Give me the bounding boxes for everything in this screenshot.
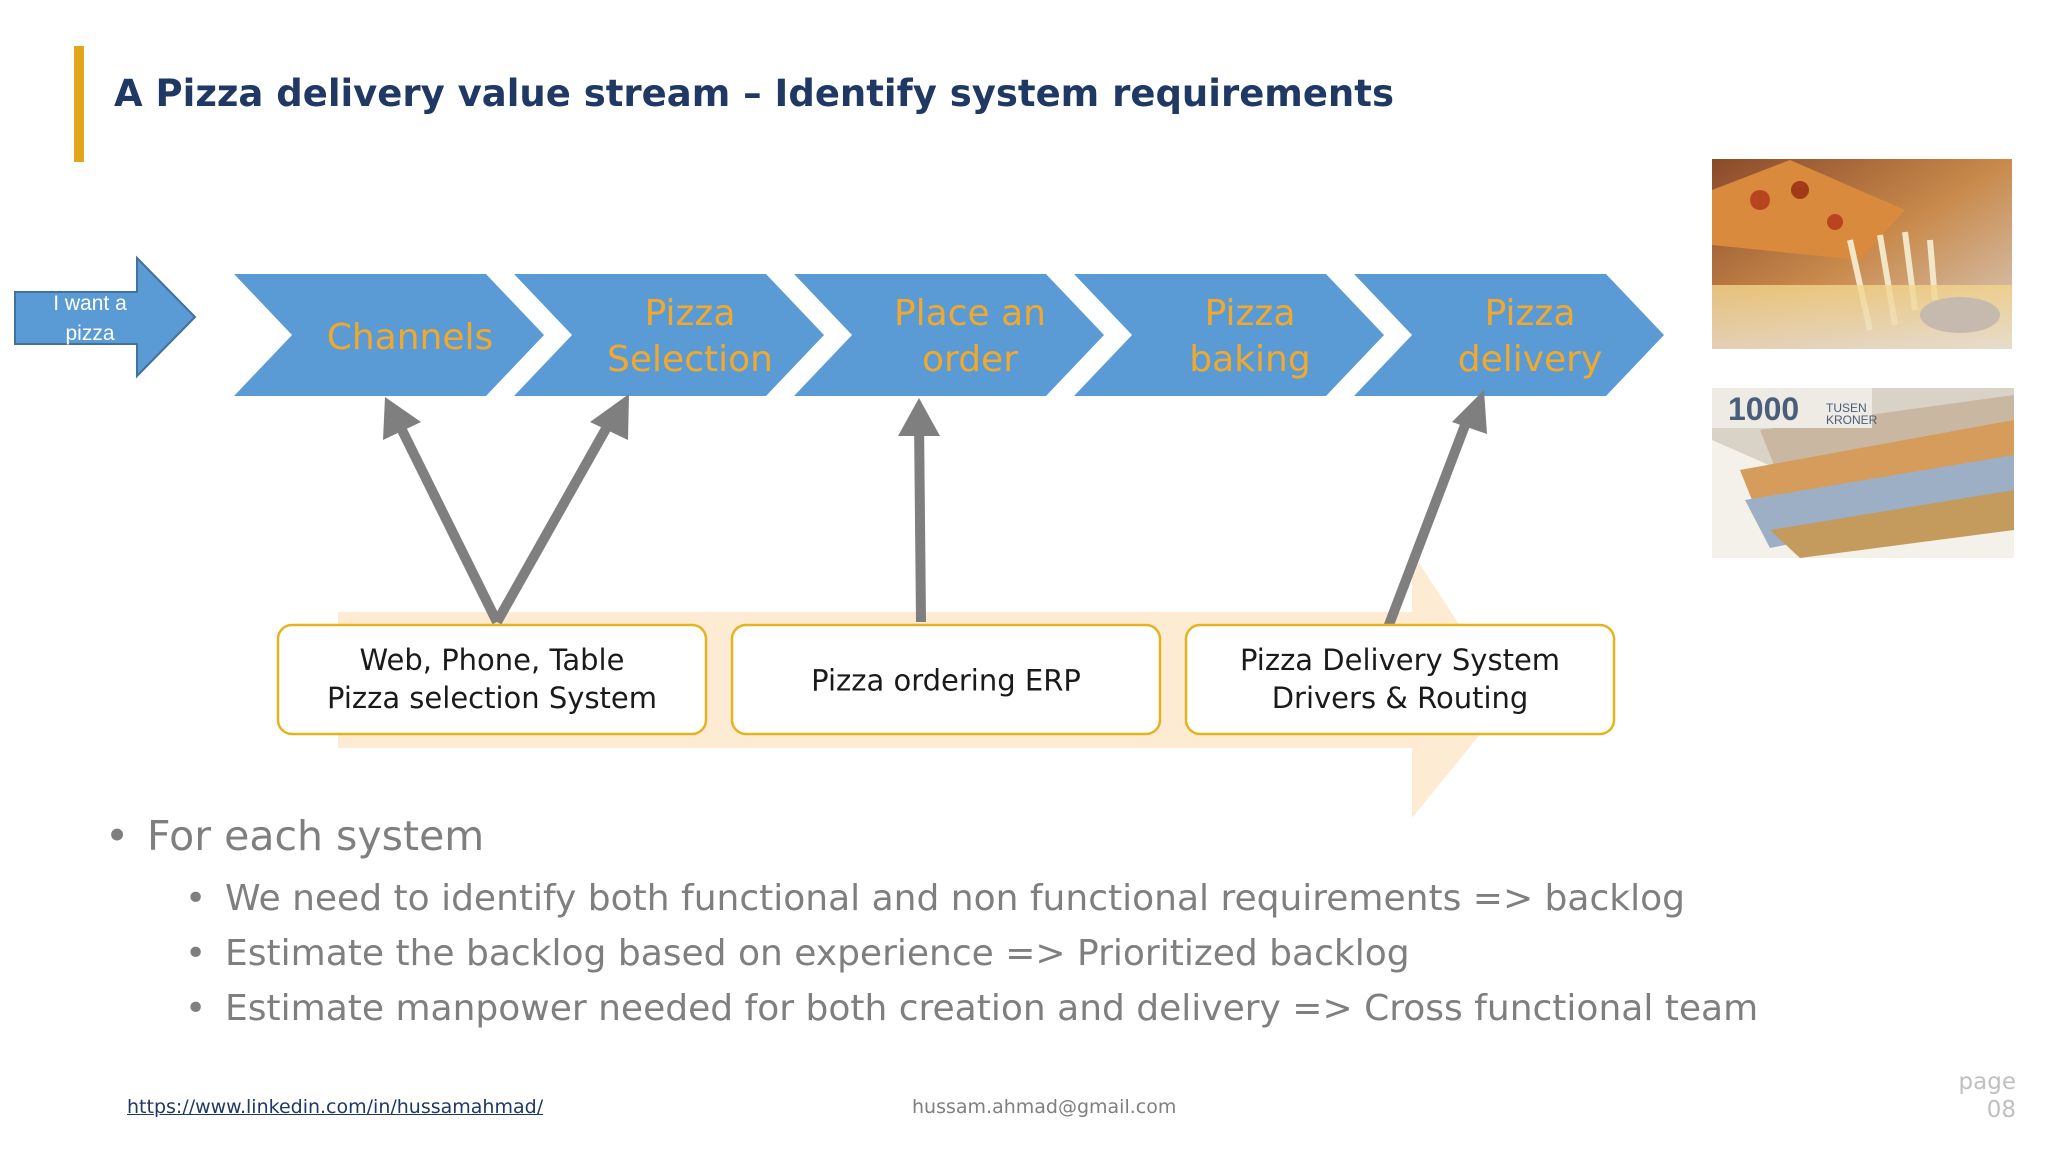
footer-email: hussam.ahmad@gmail.com bbox=[912, 1096, 1177, 1118]
system-box bbox=[1184, 623, 1616, 736]
bullet-sub-text: We need to identify both functional and … bbox=[225, 878, 1685, 919]
start-label-line2: pizza bbox=[65, 322, 114, 345]
page-number: page 08 bbox=[1959, 1068, 2016, 1124]
stage-label: baking bbox=[1189, 339, 1310, 380]
system-label: Web, Phone, Table bbox=[360, 643, 625, 677]
bullet-dot: • bbox=[185, 988, 207, 1029]
system-label: Pizza Delivery System bbox=[1240, 643, 1560, 677]
stage-label: Pizza bbox=[1485, 293, 1576, 334]
stage-chevron bbox=[794, 274, 1104, 396]
page-title: A Pizza delivery value stream – Identify… bbox=[114, 72, 1394, 115]
system-label: Drivers & Routing bbox=[1272, 681, 1529, 715]
connector-arrows bbox=[392, 415, 1472, 632]
stage-label: Pizza bbox=[645, 293, 736, 334]
stage-label: Selection bbox=[607, 339, 773, 380]
arrowheads bbox=[383, 390, 1487, 440]
bullet-sub-3: • Estimate manpower needed for both creat… bbox=[185, 988, 1758, 1029]
arrowhead-channels bbox=[383, 397, 421, 440]
system-label: Pizza selection System bbox=[327, 681, 657, 715]
stage-chevron bbox=[1074, 274, 1384, 396]
bullet-sub-2: • Estimate the backlog based on experienc… bbox=[185, 933, 1410, 974]
connector-order bbox=[914, 419, 926, 623]
arrowhead-order bbox=[898, 398, 940, 436]
system-box bbox=[276, 623, 708, 736]
bullet-main-text: For each system bbox=[147, 812, 485, 860]
linkedin-link[interactable]: https://www.linkedin.com/in/hussamahmad/ bbox=[127, 1096, 544, 1118]
system-label: Pizza ordering ERP bbox=[811, 664, 1081, 698]
banknote-currency-1: TUSEN bbox=[1826, 401, 1867, 415]
arrowhead-delivery bbox=[1452, 390, 1487, 434]
stage-label: Pizza bbox=[1205, 293, 1296, 334]
stage-label: delivery bbox=[1458, 339, 1603, 380]
bullet-dot: • bbox=[185, 933, 207, 974]
stage-chevron bbox=[1354, 274, 1664, 396]
bullet-sub-1: • We need to identify both functional and… bbox=[185, 878, 1685, 919]
bullet-dot: • bbox=[105, 812, 130, 860]
page-number-value: 08 bbox=[1986, 1097, 2016, 1123]
page-label: page bbox=[1958, 1069, 2016, 1095]
banknote-currency-2: KRONER bbox=[1826, 413, 1878, 427]
bullet-main: • For each system bbox=[105, 812, 484, 860]
stage-label: Channels bbox=[327, 317, 494, 358]
arrowhead-selection bbox=[590, 394, 629, 440]
stage-chevron bbox=[234, 274, 544, 396]
start-label-line1: I want a bbox=[53, 292, 127, 315]
pizza-photo bbox=[1712, 159, 2012, 349]
connector-delivery bbox=[1382, 418, 1472, 632]
connector-channels bbox=[392, 417, 502, 625]
start-arrow bbox=[14, 255, 197, 379]
title-accent-bar bbox=[74, 46, 84, 162]
bullet-sub-text: Estimate the backlog based on experience… bbox=[225, 933, 1410, 974]
bullet-sub-text: Estimate manpower needed for both creati… bbox=[225, 988, 1759, 1029]
stage-chevron bbox=[514, 274, 824, 396]
banknotes-photo: 1000 TUSEN KRONER bbox=[1712, 388, 2014, 558]
stage-label: Place an bbox=[894, 293, 1046, 334]
banknote-value: 1000 bbox=[1728, 391, 1799, 427]
stage-label: order bbox=[922, 339, 1018, 380]
bullet-dot: • bbox=[185, 878, 207, 919]
system-box bbox=[730, 623, 1162, 736]
connector-selection bbox=[492, 415, 617, 625]
